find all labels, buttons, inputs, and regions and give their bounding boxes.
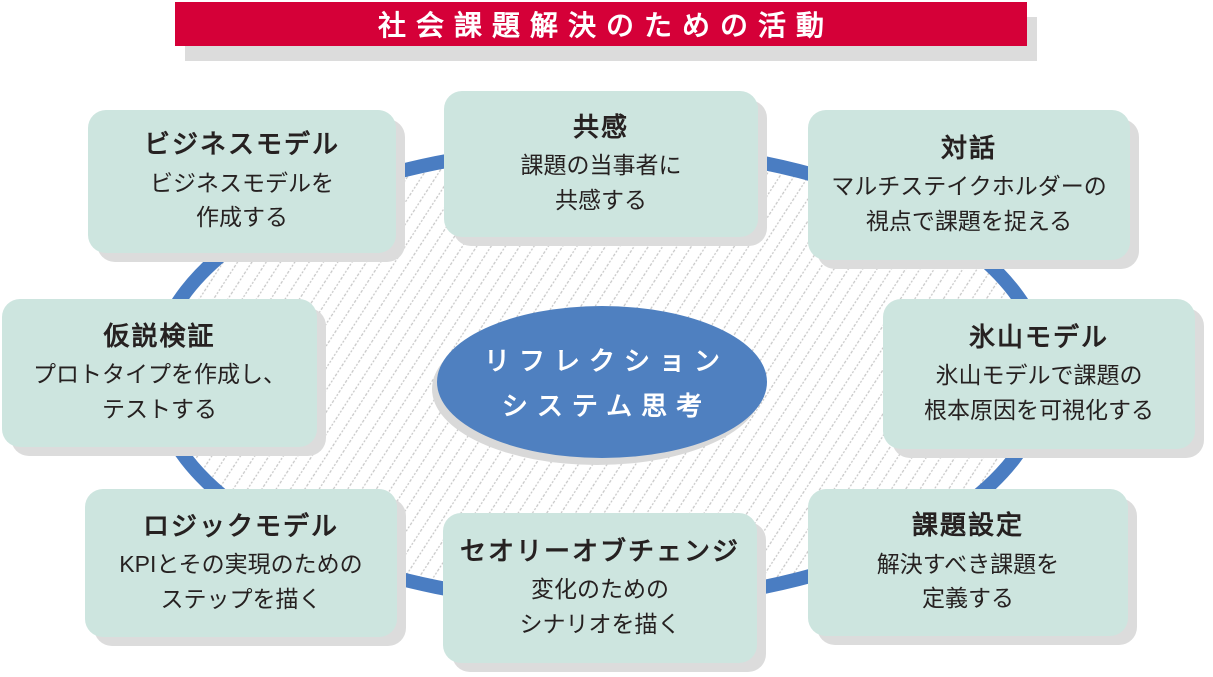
node-title: ビジネスモデル <box>143 129 340 160</box>
node-title: 共感 <box>572 111 629 142</box>
node-theory-of-change: セオリーオブチェンジ 変化のための シナリオを描く <box>443 513 757 663</box>
title-banner: 社会課題解決のための活動 <box>175 2 1027 46</box>
center-ellipse: リフレクション システム思考 <box>437 306 767 458</box>
node-hypothesis-testing: 仮説検証 プロトタイプを作成し、 テストする <box>2 299 317 447</box>
node-body: 課題の当事者に 共感する <box>520 152 682 213</box>
node-body: プロトタイプを作成し、 テストする <box>33 361 286 422</box>
node-dialogue: 対話 マルチステイクホルダーの 視点で課題を捉える <box>808 110 1130 260</box>
node-body: ビジネスモデルを 作成する <box>150 169 334 231</box>
center-line-2: システム思考 <box>501 391 712 421</box>
node-title: ロジックモデル <box>142 510 339 541</box>
node-body: 変化のための シナリオを描く <box>519 576 681 637</box>
node-problem-setting: 課題設定 解決すべき課題を 定義する <box>808 489 1128 636</box>
node-title: セオリーオブチェンジ <box>459 535 740 566</box>
node-body: マルチステイクホルダーの 視点で課題を捉える <box>831 173 1107 234</box>
node-iceberg-model: 氷山モデル 氷山モデルで課題の 根本原因を可視化する <box>883 299 1195 449</box>
node-title: 課題設定 <box>911 510 1024 541</box>
center-line-1: リフレクション <box>483 346 729 376</box>
node-empathy: 共感 課題の当事者に 共感する <box>444 91 758 237</box>
node-title: 仮説検証 <box>103 320 216 351</box>
node-body: KPIとその実現のための ステップを描く <box>119 551 363 612</box>
node-body: 解決すべき課題を 定義する <box>876 550 1060 612</box>
node-business-model: ビジネスモデル ビジネスモデルを 作成する <box>88 110 396 253</box>
node-logic-model: ロジックモデル KPIとその実現のための ステップを描く <box>85 489 397 637</box>
title-text: 社会課題解決のための活動 <box>377 10 834 41</box>
node-body: 氷山モデルで課題の 根本原因を可視化する <box>924 362 1154 423</box>
node-title: 対話 <box>940 132 997 163</box>
node-title: 氷山モデル <box>968 321 1109 352</box>
